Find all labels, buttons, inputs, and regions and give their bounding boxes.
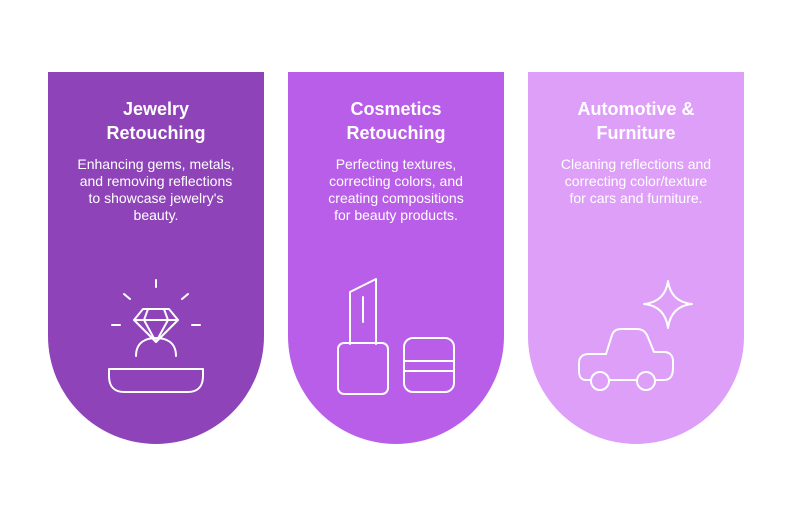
card-title: Automotive & Furniture [577,99,695,143]
card-automotive-furniture: Automotive & Furniture Cleaning reflecti… [528,72,744,444]
card-jewelry-retouching: Jewelry Retouching Enhancing gems, metal… [48,72,264,444]
card-description: Enhancing gems, metals, and removing ref… [77,156,235,223]
card-title: Cosmetics Retouching [346,99,446,143]
car-icon [528,272,744,402]
lipstick-icon [288,272,504,402]
sparkle-icon [643,280,693,329]
card-description: Perfecting textures, correcting colors, … [328,156,464,223]
card-description: Cleaning reflections and correcting colo… [560,156,712,206]
ring-icon [48,272,264,402]
card-cosmetics-retouching: Cosmetics Retouching Perfecting textures… [288,72,504,444]
card-title: Jewelry Retouching [106,99,206,143]
